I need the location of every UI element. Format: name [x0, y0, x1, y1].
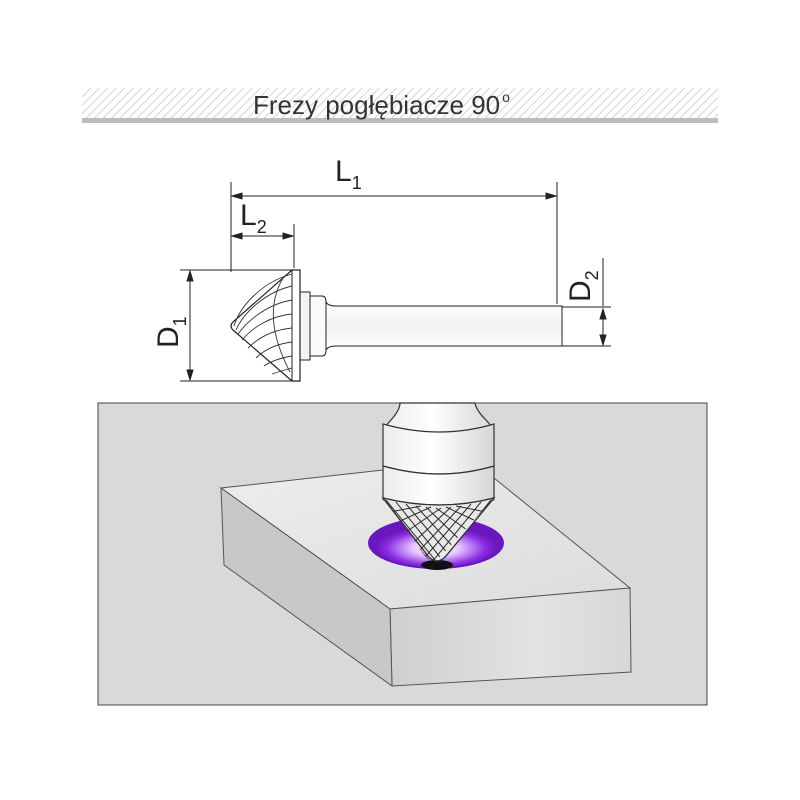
page-title-text: Frezy pogłębiacze 90 [253, 90, 500, 120]
label-d1-letter: D [152, 326, 185, 348]
label-l2: L2 [240, 199, 267, 237]
tool-cone-head [230, 269, 301, 382]
degree-symbol: o [502, 89, 510, 105]
arrow-d1-bottom [186, 369, 194, 382]
tool-3d [381, 402, 496, 562]
label-d1-sub: 1 [170, 316, 190, 326]
arrow-d2-bottom [599, 334, 607, 347]
drill-hole [421, 560, 453, 570]
title-hatch [82, 88, 718, 118]
label-d2: D2 [564, 270, 602, 302]
illustration-panel [97, 402, 708, 706]
arrow-l1-right [545, 192, 558, 200]
tool-3d-collar [382, 423, 495, 475]
label-l1-sub: 1 [352, 173, 362, 193]
arrow-l2-left [230, 232, 243, 240]
label-d2-sub: 2 [582, 270, 602, 280]
label-d1: D1 [152, 316, 190, 348]
tool-collar [299, 291, 311, 361]
label-l1-letter: L [335, 155, 352, 188]
cone-flutes [233, 273, 293, 375]
tool-3d-cone-outline [382, 497, 495, 562]
arrow-l1-left [230, 192, 243, 200]
label-l2-sub: 2 [257, 217, 267, 237]
label-l2-letter: L [240, 199, 257, 232]
tool-shank [325, 301, 563, 351]
arrow-l2-right [282, 232, 295, 240]
label-d2-letter: D [564, 280, 597, 302]
technical-drawing: L1 L2 D1 D2 [152, 155, 611, 382]
tool-neck [309, 295, 327, 357]
title-rule [82, 118, 718, 123]
label-l1: L1 [335, 155, 362, 193]
block-side-face [220, 486, 393, 687]
arrow-d2-top [599, 307, 607, 320]
arrow-d1-top [186, 269, 194, 282]
